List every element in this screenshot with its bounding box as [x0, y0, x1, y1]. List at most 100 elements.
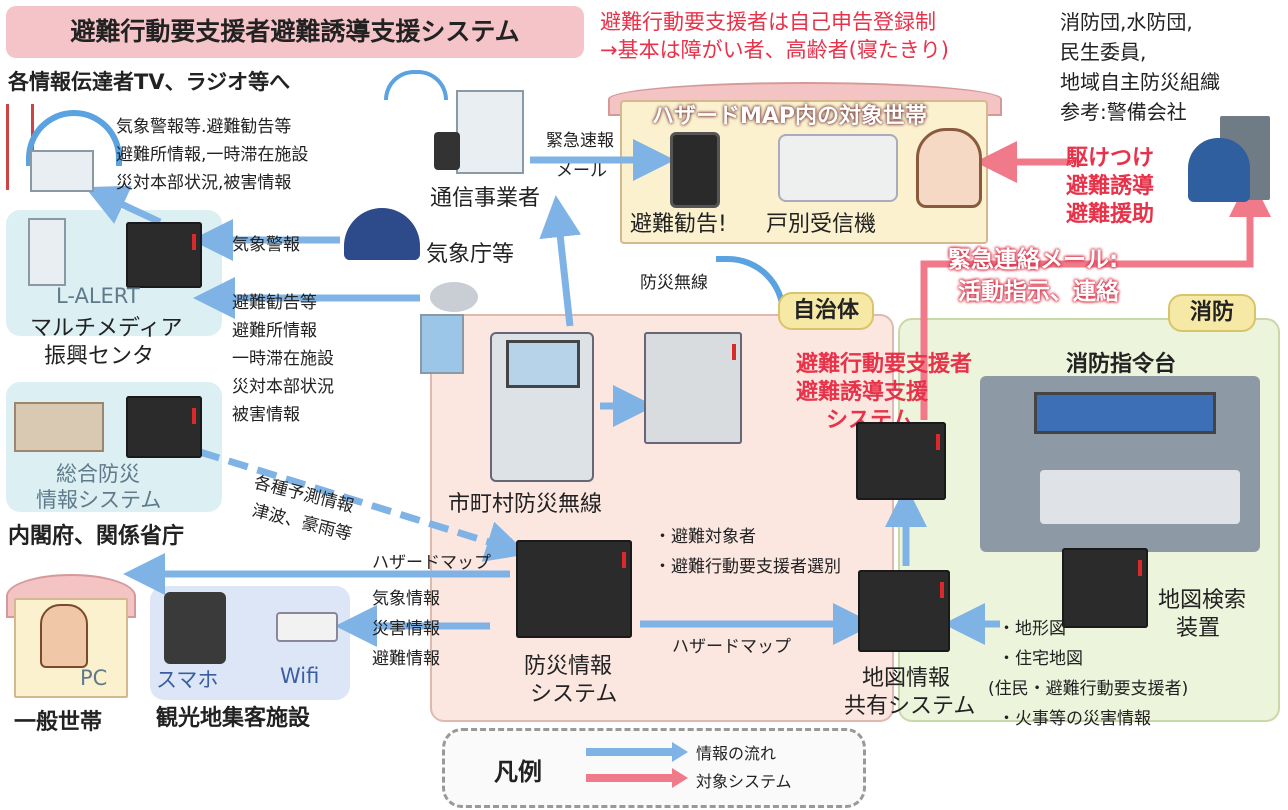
receiver-label: 戸別受信機 [766, 212, 877, 237]
sogo-name-2: 情報システム [36, 488, 162, 512]
legend-target-label: 対象システム [696, 772, 792, 791]
support-group-3: 地域自主防災組織 [1060, 70, 1220, 94]
send-info-2: 災害情報 [372, 619, 440, 639]
wifi-router-icon [276, 612, 338, 642]
legend-flow-label: 情報の流れ [696, 744, 777, 763]
bousai-sys-1: 防災情報 [524, 654, 613, 679]
support-group-2: 民生委員, [1060, 40, 1147, 64]
evac-info-2: 避難所情報 [232, 321, 317, 341]
map-share-label-1: 地図情報 [862, 666, 951, 691]
lalert-name: L-ALERT [56, 284, 140, 308]
smartphone-label: スマホ [156, 668, 219, 692]
evac-alert-label: 避難勧告! [630, 212, 727, 237]
support-group-1: 消防団,水防団, [1060, 10, 1193, 34]
legend-arrows [586, 742, 688, 788]
map-item-4: ・火事等の災害情報 [998, 709, 1151, 729]
select-item-1: ・避難対象者 [654, 527, 756, 547]
send-info-3: 避難情報 [372, 649, 440, 669]
resident-woman-icon [916, 128, 982, 208]
send-info-1: 気象情報 [372, 589, 440, 609]
bousai-sys-2: システム [530, 682, 618, 707]
sogo-owner: 内閣府、関係省庁 [8, 524, 185, 549]
shichoson-musen-label: 市町村防災無線 [448, 492, 603, 517]
registration-note-1: 避難行動要支援者は自己申告登録制 [600, 10, 936, 34]
broadcast-info-3: 災対本部状況,被害情報 [116, 173, 292, 193]
hazard-home-title: ハザードMAP内の対象世帯 [652, 104, 928, 129]
legend-box [442, 728, 866, 808]
sogo-name-1: 総合防災 [56, 462, 140, 486]
lalert-server-icon [126, 222, 202, 288]
registration-note-2: →基本は障がい者、高齢者(寝たきり) [600, 38, 949, 62]
map-search-label-2: 装置 [1176, 616, 1221, 641]
arrow-musen-to-tsushin [539, 195, 582, 327]
left-header: 各情報伝達者TV、ラジオ等へ [8, 70, 291, 94]
government-building-icon [14, 402, 104, 452]
map-search-label-1: 地図検索 [1158, 588, 1247, 613]
page-title: 避難行動要支援者避難誘導支援システム [6, 6, 584, 58]
ippan-label: 一般世帯 [14, 710, 103, 735]
pc-user-icon [40, 604, 88, 668]
rush-label-3: 避難援助 [1066, 202, 1155, 227]
map-item-3: (住民・避難行動要支援者) [988, 679, 1189, 699]
lalert-building-icon [28, 218, 66, 286]
broadcast-info-1: 気象警報等.避難勧告等 [116, 117, 292, 137]
evac-info-1: 避難勧告等 [232, 293, 317, 313]
city-building-icon [30, 150, 94, 192]
console-monitor-icon [506, 340, 580, 388]
lalert-org-1: マルチメディア [30, 316, 183, 341]
emergency-mail-2: 活動指示、連絡 [958, 279, 1119, 305]
command-center-label: 消防指令台 [1066, 352, 1177, 377]
emergency-mail-1: 緊急連絡メール: [948, 247, 1119, 273]
pc-label: PC [80, 666, 108, 690]
evac-info-4: 災対本部状況 [232, 377, 334, 397]
telecom-label: 通信事業者 [430, 186, 541, 211]
arrow-forecast [198, 448, 529, 562]
shobo-tag: 消防 [1168, 294, 1256, 332]
emergency-mail-label-2: メール [556, 161, 607, 181]
map-item-2: ・住宅地図 [998, 649, 1083, 669]
map-share-server-icon [858, 570, 950, 652]
target-system-server-icon [856, 422, 946, 500]
arrow-up-broadcast [84, 185, 162, 226]
rush-label-2: 避難誘導 [1066, 174, 1155, 199]
satellite-dish-icon [430, 282, 478, 312]
map-item-1: ・地形図 [998, 619, 1066, 639]
emergency-mail-label-1: 緊急速報 [546, 131, 614, 151]
hazard-to-house-label: ハザードマップ [372, 553, 491, 573]
kanko-label: 観光地集客施設 [156, 706, 311, 731]
musen-server-icon [644, 332, 742, 444]
support-group-4: 参考:警備会社 [1060, 100, 1187, 124]
relay-building-icon [420, 314, 464, 374]
telecom-building-icon [456, 90, 524, 174]
hazard-map-arrow-label: ハザードマップ [672, 637, 791, 657]
target-system-1: 避難行動要支援者 [796, 352, 973, 377]
musen-label: 防災無線 [640, 273, 708, 293]
broadcast-info-2: 避難所情報,一時滞在施設 [116, 145, 309, 165]
select-item-2: ・避難行動要支援者選別 [654, 557, 841, 577]
kishou-warning-label: 気象警報 [232, 235, 300, 255]
mobile-phone-icon [434, 132, 460, 170]
map-share-label-2: 共有システム [844, 694, 976, 719]
weather-agency-label: 気象庁等 [426, 242, 515, 267]
smartphone-family-icon [164, 592, 226, 664]
map-search-server-icon [1062, 548, 1148, 628]
tablet-icon [670, 132, 720, 208]
bousai-server-icon [516, 540, 632, 638]
jichitai-tag: 自治体 [778, 292, 874, 330]
arrow-emergency-mail [920, 175, 1271, 420]
target-system-2: 避難誘導支援 [796, 380, 929, 405]
evac-info-5: 被害情報 [232, 405, 300, 425]
rescuer-icon [1188, 138, 1250, 202]
receiver-device-icon [778, 134, 898, 202]
operator-desk-icon [1040, 470, 1240, 524]
sogo-server-icon [126, 396, 202, 458]
monitor-wall-icon [1034, 392, 1216, 434]
legend-title: 凡例 [494, 758, 542, 786]
lalert-org-2: 振興センタ [44, 344, 155, 369]
wifi-label: Wifi [280, 664, 320, 688]
legend-info-arrowhead [672, 742, 688, 762]
rush-label-1: 駆けつけ [1066, 146, 1155, 171]
evac-info-3: 一時滞在施設 [232, 349, 334, 369]
legend-target-arrowhead [672, 768, 688, 788]
